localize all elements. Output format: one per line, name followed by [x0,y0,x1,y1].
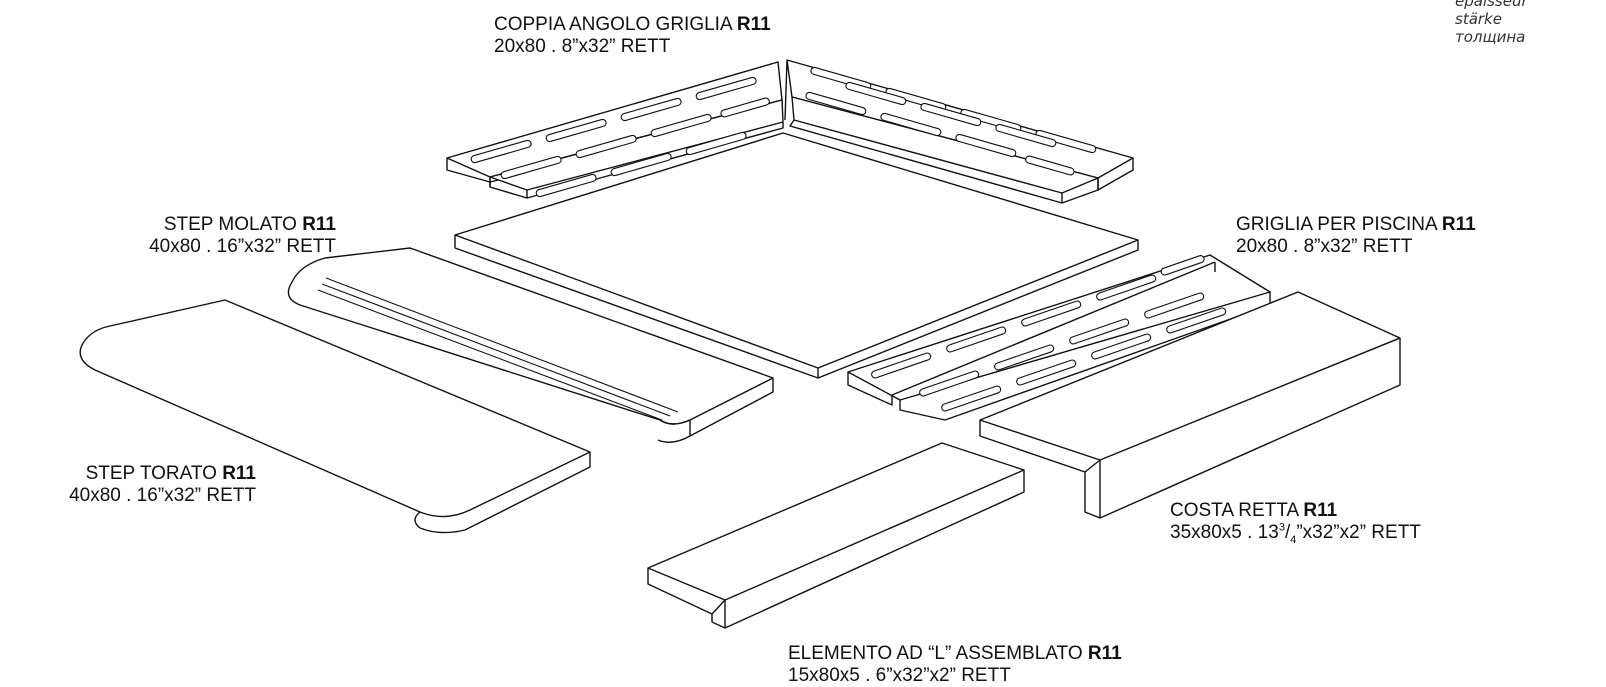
costa-retta [979,291,1401,519]
corner-grate-left [446,61,784,199]
label-step-torato: STEP TORATO R11 40x80 . 16”x32” RETT [69,463,256,507]
thickness-legend: épaisseur stärke толщина [1455,0,1528,46]
costa-retta-dims: 35x80x5 . 133/4”x32”x2” RETT [1170,521,1421,546]
pool-grate [847,254,1271,421]
step-torato-dims: 40x80 . 16”x32” RETT [69,485,256,506]
elemento-l-dims: 15x80x5 . 6”x32”x2” RETT [788,665,1011,686]
elemento-l-name: ELEMENTO AD “L” ASSEMBLATO [788,643,1083,664]
griglia-piscina-name: GRIGLIA PER PISCINA [1236,214,1437,235]
elemento-l [647,442,1025,629]
corner-grate-left-slots [470,76,770,198]
elemento-l-grade: R11 [1087,643,1122,664]
legend-line-ru: толщина [1455,28,1526,46]
griglia-piscina-dims: 20x80 . 8”x32” RETT [1236,236,1413,257]
legend-line-de: stärke [1455,10,1502,28]
coppia-angolo-name: COPPIA ANGOLO GRIGLIA [494,14,732,35]
label-coppia-angolo: COPPIA ANGOLO GRIGLIA R11 20x80 . 8”x32”… [494,14,771,58]
coppia-angolo-grade: R11 [736,14,771,35]
label-costa-retta: COSTA RETTA R11 35x80x5 . 133/4”x32”x2” … [1170,500,1421,546]
step-torato-grade: R11 [222,463,256,484]
costa-retta-grade: R11 [1303,500,1338,521]
step-molato-dims: 40x80 . 16”x32” RETT [149,236,336,257]
step-torato-name: STEP TORATO [85,463,217,484]
step-molato-grade: R11 [302,214,336,235]
label-elemento-l: ELEMENTO AD “L” ASSEMBLATO R11 15x80x5 .… [788,643,1122,687]
central-tile [454,132,1139,379]
legend-line-fr: épaisseur [1455,0,1528,10]
label-step-molato: STEP MOLATO R11 40x80 . 16”x32” RETT [149,214,336,258]
coppia-angolo-dims: 20x80 . 8”x32” RETT [494,36,671,57]
pool-grate-slots [871,255,1227,412]
label-griglia-piscina: GRIGLIA PER PISCINA R11 20x80 . 8”x32” R… [1236,214,1476,258]
corner-grate-right [784,59,1134,204]
griglia-piscina-grade: R11 [1441,214,1476,235]
costa-retta-name: COSTA RETTA [1170,500,1299,521]
step-molato-name: STEP MOLATO [163,214,297,235]
corner-grate-right-slots [805,66,1097,176]
step-torato [79,299,591,534]
step-molato [287,247,774,443]
